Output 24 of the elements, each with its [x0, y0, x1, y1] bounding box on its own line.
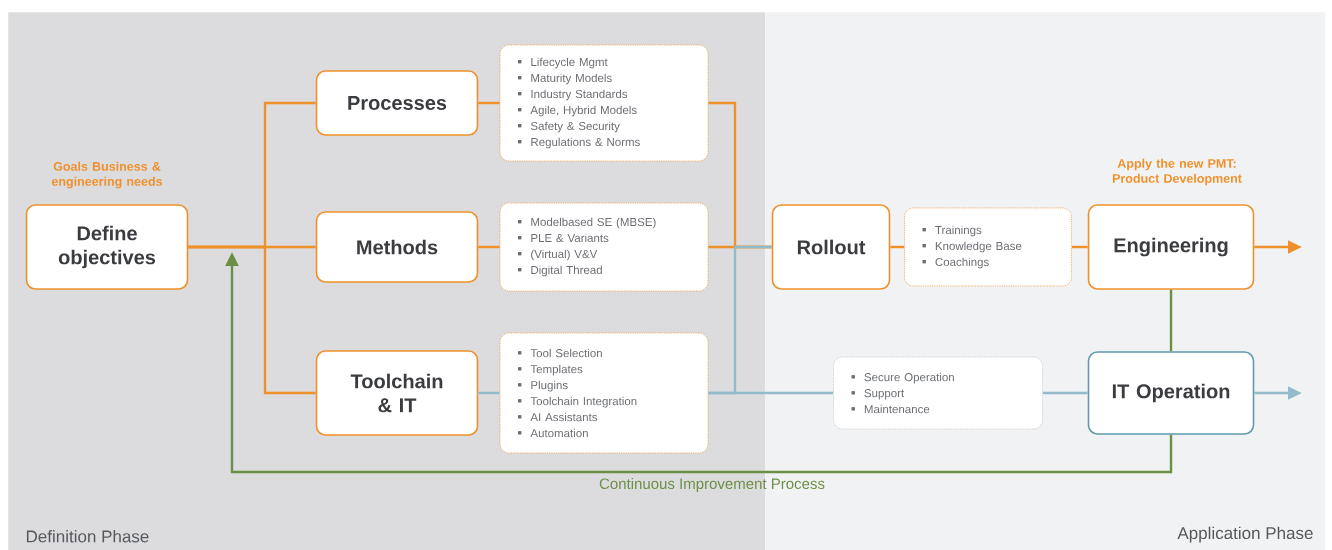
- connector: [890, 245, 905, 249]
- process-box: IT Operation: [1087, 351, 1255, 435]
- goal-caption: Apply the new PMT: Product Development: [1112, 158, 1242, 186]
- connector: [1071, 245, 1088, 249]
- bullet-list-box: Lifecycle Mgmt Maturity Models Industry Standards Agile, Hybrid Models Safety & Security Regulations & Norms: [499, 44, 709, 162]
- process-box: Toolchain & IT: [315, 350, 479, 436]
- goal-caption: Goals Business & engineering needs: [51, 161, 163, 189]
- edge-label: Continuous Improvement Process: [599, 478, 825, 492]
- connector: [1169, 289, 1173, 352]
- bullet-list-box: Modelbased SE (MBSE) PLE & Variants (Virtual) V&V Digital Thread: [499, 202, 709, 292]
- bullet-list-box: Tool Selection Templates Plugins Toolchain Integration AI Assistants Automation: [499, 332, 709, 454]
- connector: [478, 245, 500, 249]
- connector: [478, 391, 500, 395]
- bullet-list-box: Secure Operation Support Maintenance: [833, 356, 1043, 430]
- process-box: Processes: [315, 70, 479, 136]
- process-box: Methods: [315, 211, 479, 283]
- process-box: Rollout: [771, 204, 891, 290]
- process-box: Define objectives: [25, 204, 189, 290]
- bullet-list-box: Trainings Knowledge Base Coachings: [904, 207, 1072, 287]
- connector: [188, 245, 316, 395]
- connector: [478, 101, 500, 105]
- connector: [708, 245, 772, 395]
- process-box: Engineering: [1087, 204, 1255, 290]
- connector: [1042, 391, 1088, 395]
